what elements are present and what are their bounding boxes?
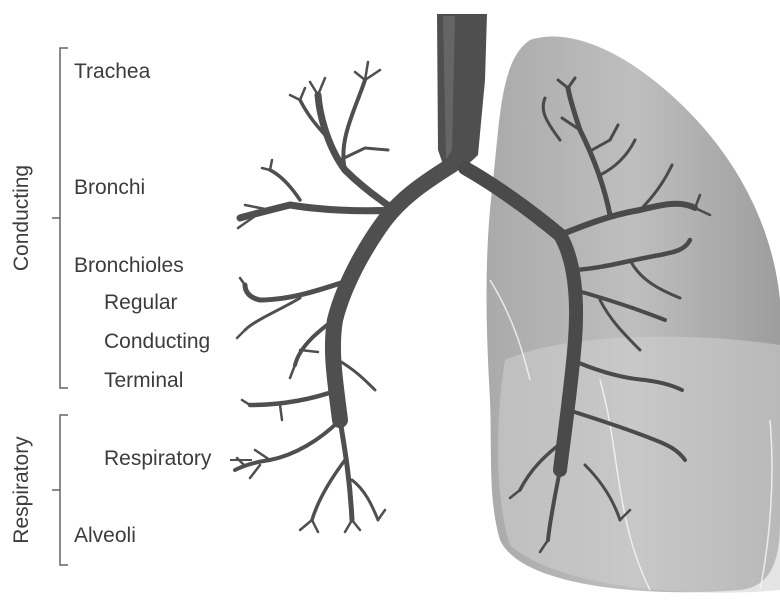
conducting-bracket (52, 48, 68, 388)
respiratory-zone-label: Respiratory (10, 436, 34, 543)
label-alveoli: Alveoli (74, 524, 136, 548)
label-regular: Regular (104, 291, 178, 315)
left-bronchial-tree (235, 62, 452, 532)
label-bronchioles: Bronchioles (74, 254, 184, 278)
label-bronchi: Bronchi (74, 176, 145, 200)
label-trachea: Trachea (74, 60, 150, 84)
label-conducting-bronchiole: Conducting (104, 330, 210, 354)
respiratory-bracket (52, 415, 68, 565)
label-respiratory-bronchiole: Respiratory (104, 447, 211, 471)
conducting-zone-label: Conducting (10, 165, 34, 271)
lung-silhouette (487, 37, 780, 593)
trachea (437, 14, 487, 170)
label-terminal: Terminal (104, 369, 183, 393)
